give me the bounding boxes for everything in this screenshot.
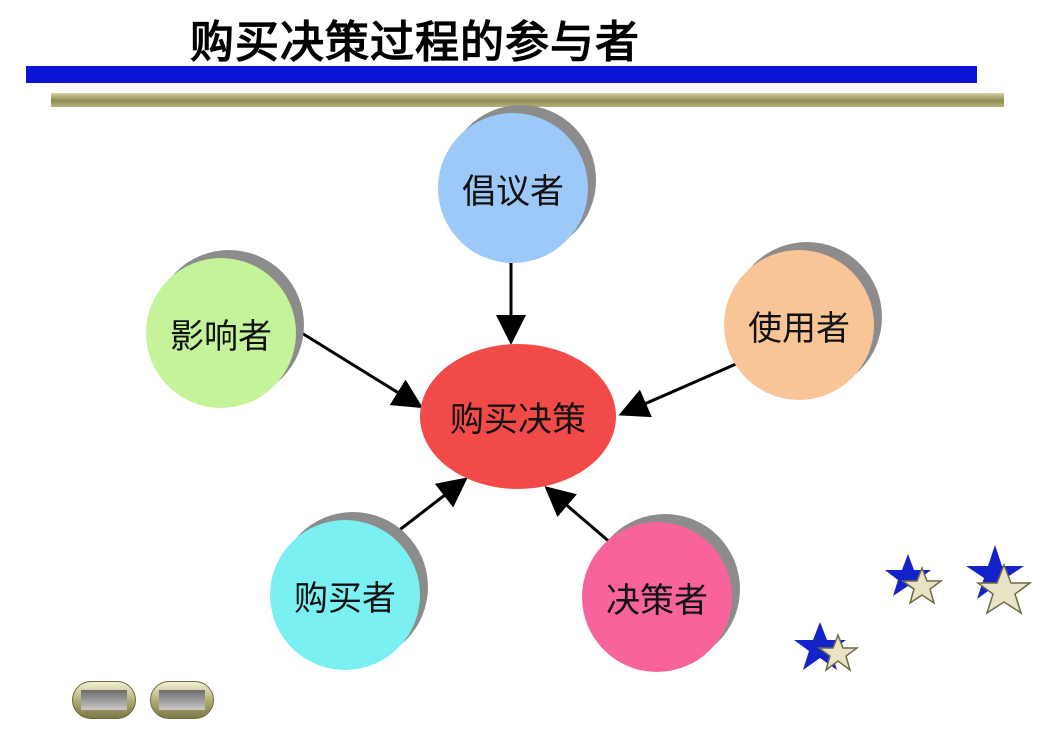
- node-label: 决策者: [606, 580, 708, 621]
- title-underline-blue: [26, 66, 977, 83]
- arrow-user: [618, 362, 737, 418]
- center-node: 购买决策: [420, 344, 616, 489]
- arrow-influencer: [291, 325, 424, 409]
- star-icon: [794, 622, 860, 672]
- next-icon: [159, 690, 205, 710]
- node-label: 倡议者: [462, 171, 564, 212]
- node-label: 影响者: [170, 316, 272, 357]
- page-title: 购买决策过程的参与者: [190, 17, 640, 68]
- node-decider: 决策者: [582, 514, 740, 672]
- center-label: 购买决策: [450, 400, 586, 440]
- stars-decoration: [794, 545, 1033, 672]
- node-user: 使用者: [724, 242, 882, 400]
- arrow-decider: [544, 486, 613, 546]
- title-underline-olive: [51, 93, 1004, 107]
- node-buyer: 购买者: [270, 512, 428, 670]
- node-influencer: 影响者: [146, 250, 304, 408]
- prev-icon: [81, 690, 127, 710]
- node-advocate: 倡议者: [438, 105, 596, 263]
- node-label: 购买者: [294, 578, 396, 619]
- star-icon: [885, 554, 944, 605]
- next-button[interactable]: [150, 681, 214, 719]
- star-icon: [966, 545, 1033, 615]
- node-label: 使用者: [748, 308, 850, 349]
- prev-button[interactable]: [72, 681, 136, 719]
- arrow-buyer: [392, 477, 468, 537]
